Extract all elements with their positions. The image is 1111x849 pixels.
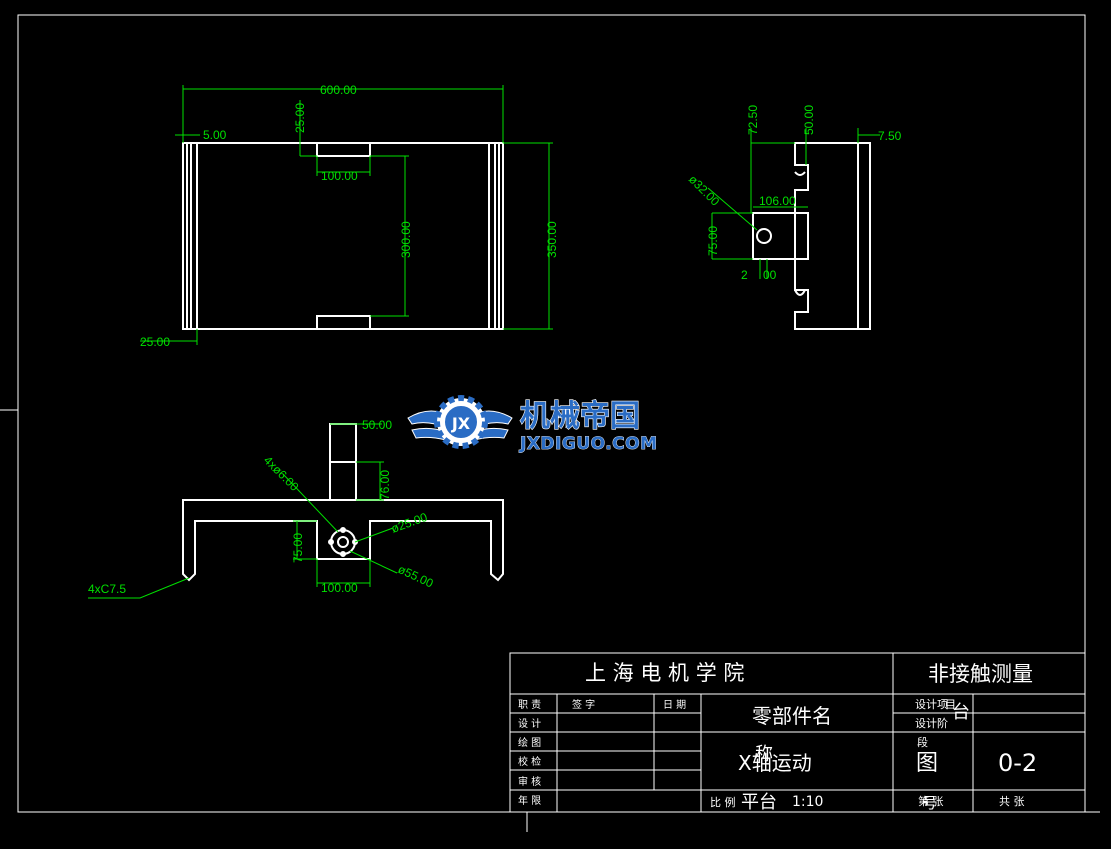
gear-wings-icon: JX [407,395,513,449]
dim-top-bolt-holes: 4xø6.00 [261,453,302,494]
role-check: 校 检 [518,755,541,768]
front-view-geometry [182,142,504,330]
side-view-dimension-lines [707,128,880,279]
dim-top-post-height: 76.00 [378,470,392,500]
drawing-no-label: 图 [916,751,938,776]
dim-side-gap-b: 00 [763,268,777,282]
dim-top-chamfer: 4xC7.5 [88,582,126,596]
role-review: 审 核 [518,775,541,788]
part-name: X轴运动 [738,751,812,775]
sheet-label: 第 张 [918,794,944,808]
dim-side-height-a: 72.50 [746,105,760,135]
dim-front-wall: 5.00 [203,128,227,142]
dim-side-gap-a: 2 [741,268,748,282]
school-name: 上 海 电 机 学 院 [585,661,744,685]
dim-top-flange-dia: ø55.00 [396,562,436,591]
dim-side-hole: ø32.00 [686,172,723,209]
logo-name-en: JXDIGUO.COM [519,434,658,454]
dim-top-post-width: 50.00 [362,418,392,432]
scale-prefix: 平台 [741,792,777,813]
top-view-dimension-lines [88,423,398,599]
total-sheets-label: 共 张 [999,795,1025,808]
dim-front-notch-width: 100.00 [321,169,358,183]
design-stage-overlap: 段 [917,735,928,749]
stage-value: 台 [952,702,970,723]
header-signature: 签 字 [572,698,595,711]
scale-value: 1:10 [792,794,823,810]
dim-front-height: 350.00 [545,221,559,258]
logo-watermark: JX 机械帝国 JXDIGUO.COM [407,395,658,454]
title-block-grid [509,652,1086,813]
design-item-overlap: 目 [945,698,956,711]
dim-top-bore: ø25.00 [389,510,429,536]
header-date: 日 期 [663,699,686,711]
design-item-label: 设计项 [915,698,948,711]
title-block: 上 海 电 机 学 院 非接触测量 零部件名 称 X轴运动 比 例 平台 1:1… [509,652,1086,813]
role-draw: 绘 图 [518,736,541,749]
role-design: 设 计 [518,717,541,730]
side-view: 72.50 50.00 7.50 ø32.00 106.00 75.00 2 0… [686,105,902,330]
logo-monogram: JX [451,414,471,433]
dim-front-inner-height: 300.00 [399,221,413,258]
top-view: 50.00 76.00 4xø6.00 ø25.00 75.00 ø55.00 … [88,418,504,599]
project-name: 非接触测量 [928,662,1033,686]
dim-front-flange: 25.00 [140,335,170,349]
header-role: 职 责 [518,698,541,711]
side-view-geometry [752,142,871,330]
dim-top-pocket-width: 100.00 [321,581,358,595]
dim-front-width: 600.00 [320,83,357,97]
dim-side-block-width: 106.00 [759,194,796,208]
dim-side-lip: 7.50 [878,129,902,143]
drawing-number: 0-2 [998,749,1037,777]
front-view: 600.00 5.00 25.00 100.00 300.00 350.00 2… [140,83,559,349]
scale-label: 比 例 [710,795,736,809]
part-name-label: 零部件名 [752,704,832,728]
dim-side-height-b: 50.00 [802,105,816,135]
logo-name-cn: 机械帝国 [520,399,640,434]
role-period: 年 限 [518,794,541,807]
part-name-label-overlap: 称 [755,744,773,765]
design-stage-label: 设计阶 [915,716,948,730]
dim-side-block-height: 75.00 [706,226,720,256]
dim-top-pocket-height: 75.00 [291,533,305,563]
dim-front-notch-depth: 25.00 [293,103,307,133]
drawing-no-overlap: 号 [922,794,937,812]
front-view-dimension-lines [140,85,553,345]
